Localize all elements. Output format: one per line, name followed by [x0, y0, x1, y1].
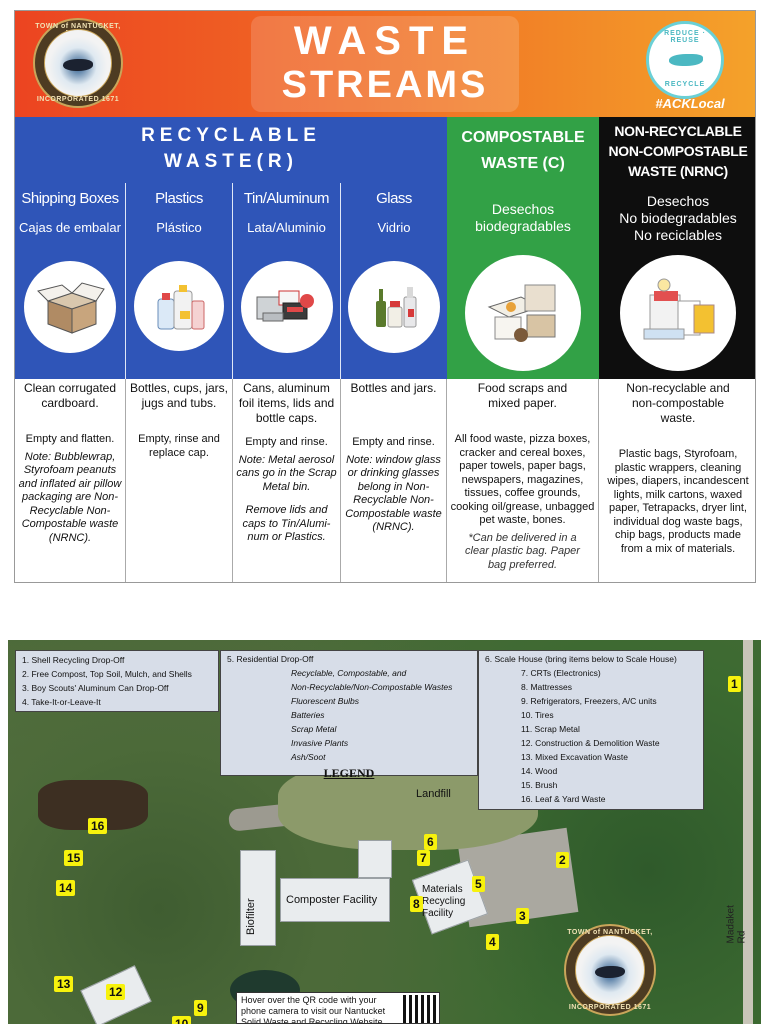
materials-label: Materials Recycling Facility [422, 884, 466, 919]
map-marker-15[interactable]: 15 [64, 850, 84, 866]
category-recyclable: RECYCLABLE WASTE(R) [15, 117, 447, 189]
column-shipping-boxes: Shipping Boxes Cajas de embalar [15, 183, 125, 379]
map-marker-6[interactable]: 6 [424, 834, 437, 850]
category-compostable: COMPOSTABLE WASTE (C) [447, 117, 599, 189]
column-glass: Glass Vidrio [341, 183, 447, 379]
island-icon [669, 54, 703, 66]
column-plastics: Plastics Plástico [126, 183, 232, 379]
poster-header: TOWN of NANTUCKET, MASS. INCORPORATED 16… [15, 11, 755, 117]
column-non-recyclable: Desechos No biodegradables No reciclable… [599, 183, 755, 379]
road-label: Madaket Rd [725, 905, 748, 944]
legend-right: 6. Scale House (bring items below to Sca… [478, 650, 704, 810]
cans-foil-icon [241, 261, 333, 353]
town-seal-logo: TOWN of NANTUCKET, MASS. INCORPORATED 16… [33, 18, 123, 108]
ack-local-logo: REDUCE · REUSE RECYCLE #ACKLocal [641, 16, 739, 112]
map-marker-5[interactable]: 5 [472, 876, 485, 892]
madaket-road [743, 640, 753, 1024]
map-marker-4[interactable]: 4 [486, 934, 499, 950]
plastic-bottles-icon [134, 261, 224, 351]
legend-left: 1. Shell Recycling Drop-Off 2. Free Comp… [15, 650, 219, 712]
trash-items-icon [620, 255, 736, 371]
map-marker-2[interactable]: 2 [556, 852, 569, 868]
compostable-details: Food scraps and mixed paper. All food wa… [447, 379, 599, 582]
map-marker-8[interactable]: 8 [410, 896, 423, 912]
map-marker-13[interactable]: 13 [54, 976, 74, 992]
column-compostable: Desechos biodegradables [447, 183, 599, 379]
biofilter-building [240, 850, 276, 946]
plastics-details: Bottles, cups, jars, jugs and tubs. Empt… [126, 379, 233, 582]
category-non-recyclable: NON-RECYCLABLE NON-COMPOSTABLE WASTE (NR… [599, 117, 755, 189]
qr-code-icon[interactable] [403, 995, 437, 1023]
food-scraps-paper-icon [465, 255, 581, 371]
map-marker-14[interactable]: 14 [56, 880, 76, 896]
map-marker-10[interactable]: 10 [172, 1016, 192, 1024]
hashtag: #ACKLocal [655, 96, 725, 111]
town-seal-map-logo: TOWN of NANTUCKET, MASS. INCORPORATED 16… [564, 924, 656, 1016]
map-marker-3[interactable]: 3 [516, 908, 529, 924]
tin-aluminum-details: Cans, aluminum foil items, lids and bott… [233, 379, 341, 582]
map-marker-1[interactable]: 1 [728, 676, 741, 692]
composter-building [280, 878, 390, 922]
map-marker-7[interactable]: 7 [417, 850, 430, 866]
cardboard-box-icon [24, 261, 116, 353]
map-marker-9[interactable]: 9 [194, 1000, 207, 1016]
qr-code-caption: Hover over the QR code with your phone c… [241, 995, 386, 1024]
legend-middle: 5. Residential Drop-Off Recyclable, Comp… [220, 650, 478, 780]
glass-details: Bottles and jars. Empty and rinse. Note:… [341, 379, 447, 582]
shipping-boxes-details: Clean corrugated cardboard. Empty and fl… [15, 379, 126, 582]
non-recyclable-details: Non-recyclable and non-compostable waste… [607, 381, 749, 555]
qr-code-box[interactable]: Hover over the QR code with your phone c… [236, 992, 440, 1024]
whale-icon [595, 965, 625, 979]
glass-bottles-icon [348, 261, 440, 353]
waste-streams-poster: TOWN of NANTUCKET, MASS. INCORPORATED 16… [14, 10, 756, 583]
column-tin-aluminum: Tin/Aluminum Lata/Aluminio [233, 183, 340, 379]
legend-title: LEGEND [323, 766, 375, 780]
whale-icon [63, 59, 93, 71]
page-title: WASTE STREAMS [251, 16, 519, 112]
map-marker-16[interactable]: 16 [88, 818, 108, 834]
composter-building-annex [358, 840, 392, 878]
biofilter-label: Biofilter [245, 898, 257, 935]
landfill-label: Landfill [416, 788, 451, 800]
map-marker-12[interactable]: 12 [106, 984, 126, 1000]
composter-label: Composter Facility [286, 894, 378, 906]
facility-aerial-map: Biofilter Composter Facility Materials R… [8, 640, 761, 1024]
